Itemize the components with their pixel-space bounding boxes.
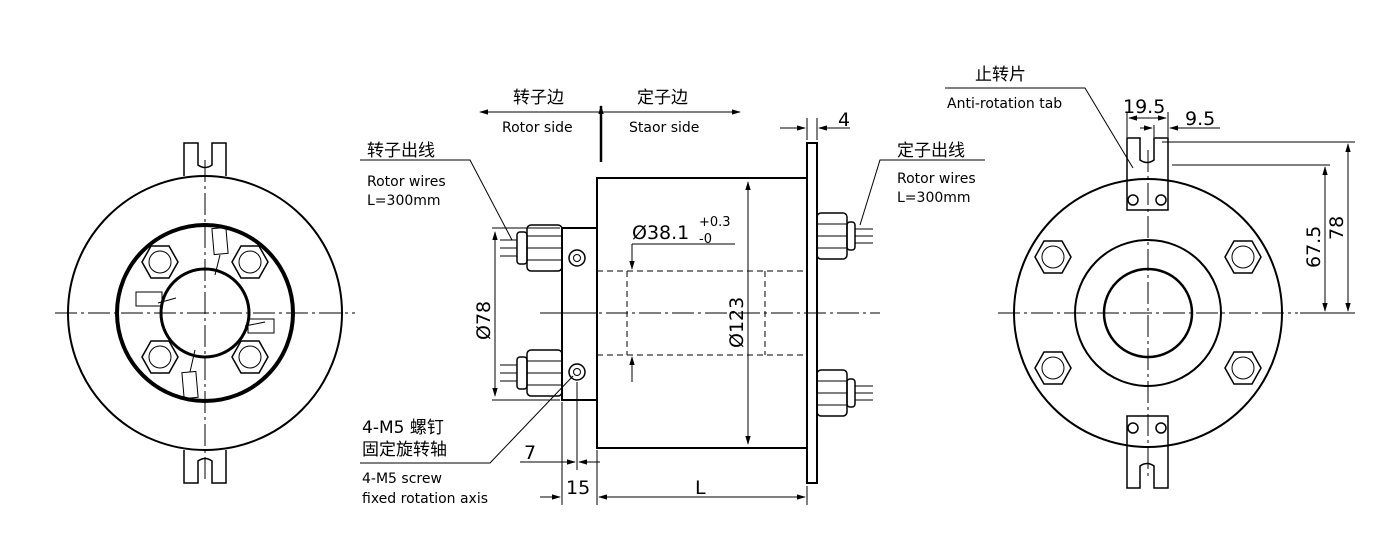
left-outer-circle [67,175,343,451]
right-end-view [945,87,1355,489]
offset-15-dimension: 15 [566,477,590,499]
stator-cable-glands [816,212,873,417]
offset-7-dimension: 7 [524,442,536,464]
stator-wires-length-label: L=300mm [897,190,971,206]
annotations: 转子边 Rotor side 定子边 Staor side 转子出线 Rotor… [362,65,1348,507]
left-bore-circle [159,267,251,359]
bore-dimension: Ø38.1 [632,222,689,244]
body-diameter-dimension: Ø123 [726,297,748,348]
right-outer-circle [1013,178,1283,448]
length-dimension: L [695,477,706,499]
right-hub-circle [1074,239,1222,387]
side-bore-hidden [597,270,807,356]
right-bolts [1034,240,1262,385]
rotor-side-cn-label: 转子边 [513,88,564,108]
tab-en-label: Anti-rotation tab [947,96,1062,112]
tab-width-dimension: 19.5 [1123,96,1165,118]
screw-en-label-2: fixed rotation axis [362,491,488,507]
stator-wires-cn-label: 定子出线 [897,141,965,161]
plate-thickness-dimension: 4 [838,109,850,131]
rotor-wires-length-label: L=300mm [367,193,441,209]
screw-cn-label-1: 4-M5 螺钉 [362,418,444,438]
left-bottom-tab [183,450,227,484]
rotor-wires-cn-label: 转子出线 [367,141,435,161]
left-top-tab [183,142,227,176]
height-78-dimension: 78 [1326,216,1348,240]
screw-en-label-1: 4-M5 screw [362,471,442,487]
right-bore-circle [1102,267,1194,359]
side-rotor-flange [561,227,598,401]
bore-tolerance-lower: -0 [699,232,712,247]
stator-wires-en-label: Rotor wires [897,171,976,187]
right-top-tab [1126,137,1169,211]
height-67-5-dimension: 67.5 [1303,226,1325,268]
tab-slot-dimension: 9.5 [1185,108,1215,130]
bore-tolerance-upper: +0.3 [699,215,731,230]
right-bottom-tab [1126,415,1169,489]
left-end-view [55,142,355,484]
left-flange-circle [115,223,295,403]
rotor-side-en-label: Rotor side [502,120,573,136]
left-bolts [141,245,269,374]
stator-side-cn-label: 定子边 [637,88,688,108]
left-clamp-blocks [135,226,275,400]
tab-cn-label: 止转片 [975,65,1026,85]
side-view [360,105,985,505]
rotor-cable-glands [500,224,563,397]
screw-cn-label-2: 固定旋转轴 [362,440,447,460]
flange-diameter-dimension: Ø78 [473,301,495,340]
stator-side-en-label: Staor side [629,120,699,136]
rotor-wires-en-label: Rotor wires [367,174,446,190]
